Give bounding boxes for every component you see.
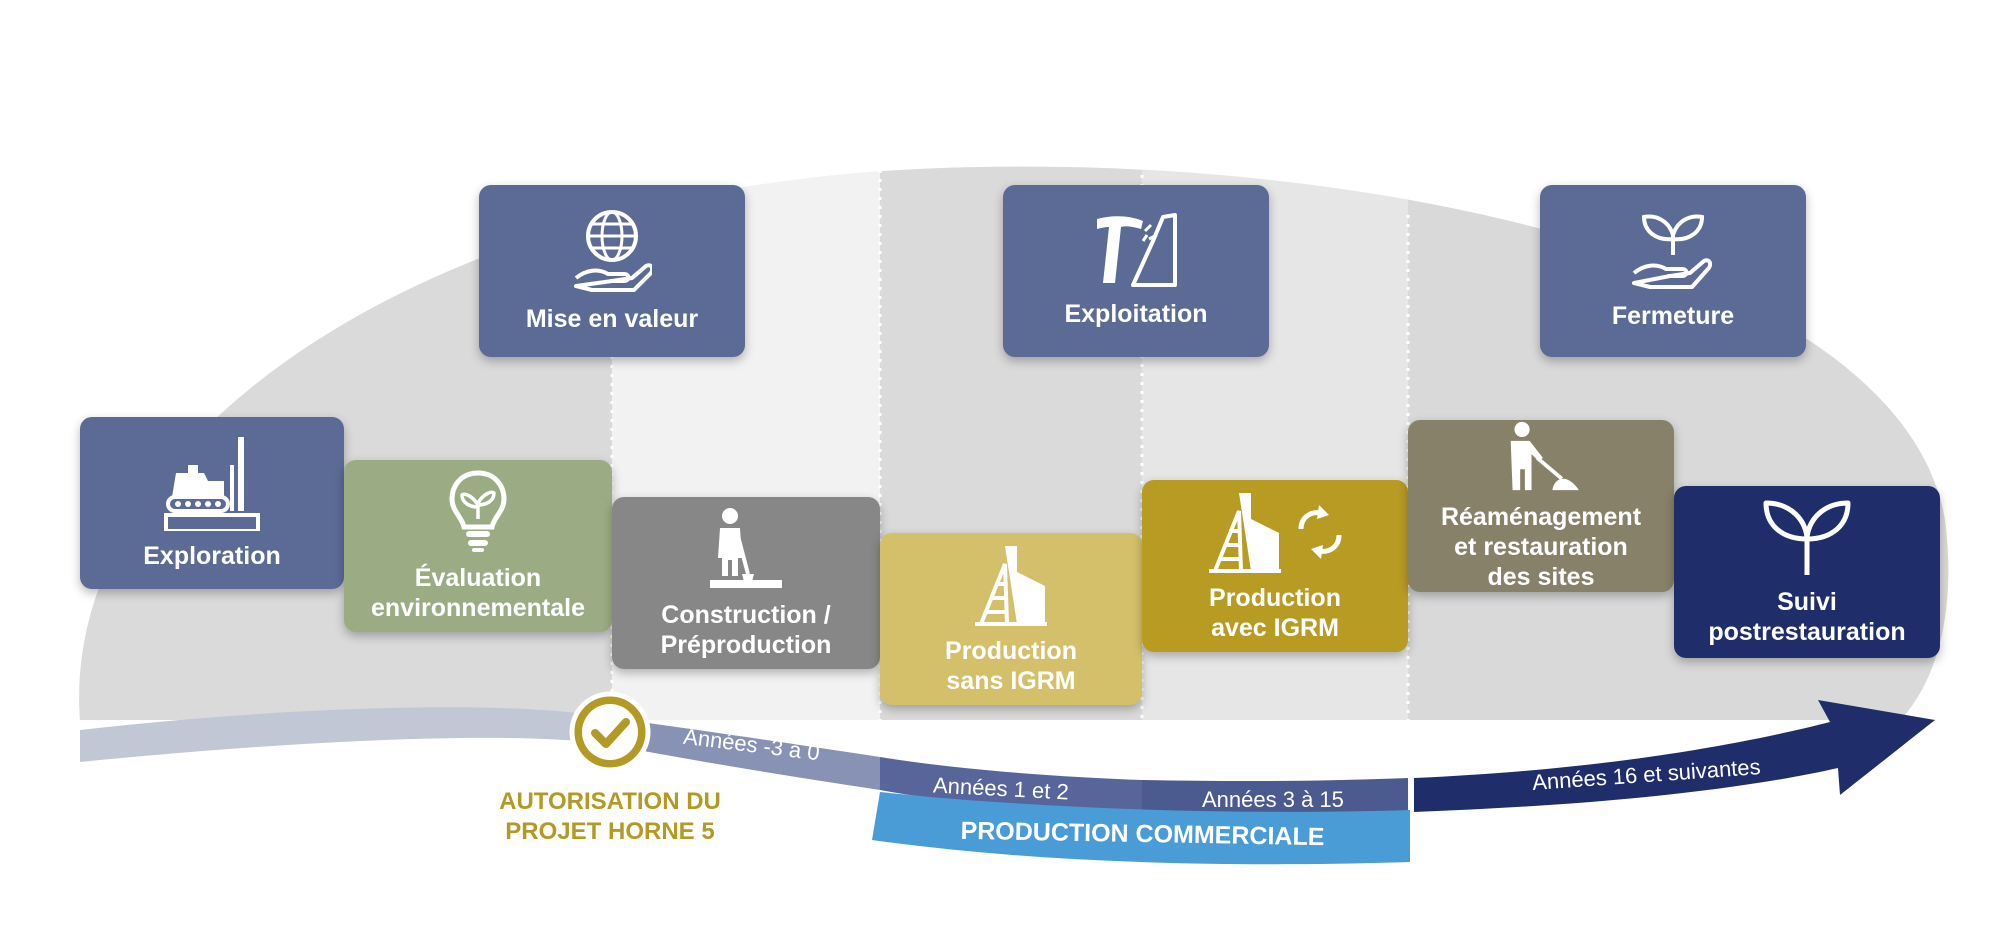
step-exploration: Exploration <box>80 417 344 589</box>
years-3-15-label: Années 3 à 15 <box>1202 787 1344 812</box>
production-commerciale-band <box>872 792 1410 865</box>
timeline-band-minus3 <box>612 718 880 790</box>
headframe-icon <box>975 546 1047 626</box>
timeline-band-early <box>80 707 612 762</box>
sprout-icon <box>1763 500 1851 575</box>
phase-label: Exploitation <box>1064 300 1208 328</box>
pickaxe-rock-icon <box>1097 213 1177 287</box>
lightbulb-leaf-icon <box>449 470 507 552</box>
step-production-avec-igrm: Production avec IGRM <box>1142 480 1408 652</box>
phase-mise-en-valeur: Mise en valeur <box>479 185 745 357</box>
step-reamenagement: Réaménagement et restauration des sites <box>1408 420 1674 592</box>
step-label: Production sans IGRM <box>945 637 1077 695</box>
phase-label: Fermeture <box>1611 302 1735 330</box>
worker-shovel-icon <box>710 508 782 588</box>
timeline-arrow <box>1414 700 1935 812</box>
checkmark-icon <box>569 691 651 773</box>
step-label: Construction / Préproduction <box>660 601 832 659</box>
step-label: Réaménagement et restauration des sites <box>1440 503 1642 591</box>
authorisation-label: AUTORISATION DU PROJET HORNE 5 <box>499 788 721 845</box>
step-label: Suivi postrestauration <box>1708 588 1906 646</box>
worker-shoveling-icon <box>1510 421 1579 491</box>
timeline-band-3-15 <box>1142 778 1408 815</box>
step-label: Exploration <box>143 542 281 570</box>
step-production-sans-igrm: Production sans IGRM <box>880 533 1142 705</box>
step-construction: Construction / Préproduction <box>612 497 880 669</box>
step-label: Production avec IGRM <box>1209 584 1341 642</box>
globe-hand-icon <box>574 210 652 292</box>
step-label: Évaluation environnementale <box>371 564 585 622</box>
phase-exploitation: Exploitation <box>1003 185 1269 357</box>
headframe-recycle-icon <box>1209 493 1342 573</box>
phase-fermeture: Fermeture <box>1540 185 1806 357</box>
phase-label: Mise en valeur <box>525 305 699 333</box>
step-suivi-postrestauration: Suivi postrestauration <box>1674 486 1940 658</box>
drill-rig-icon <box>164 437 260 531</box>
step-evaluation: Évaluation environnementale <box>344 460 612 632</box>
plant-hand-icon <box>1632 214 1713 289</box>
